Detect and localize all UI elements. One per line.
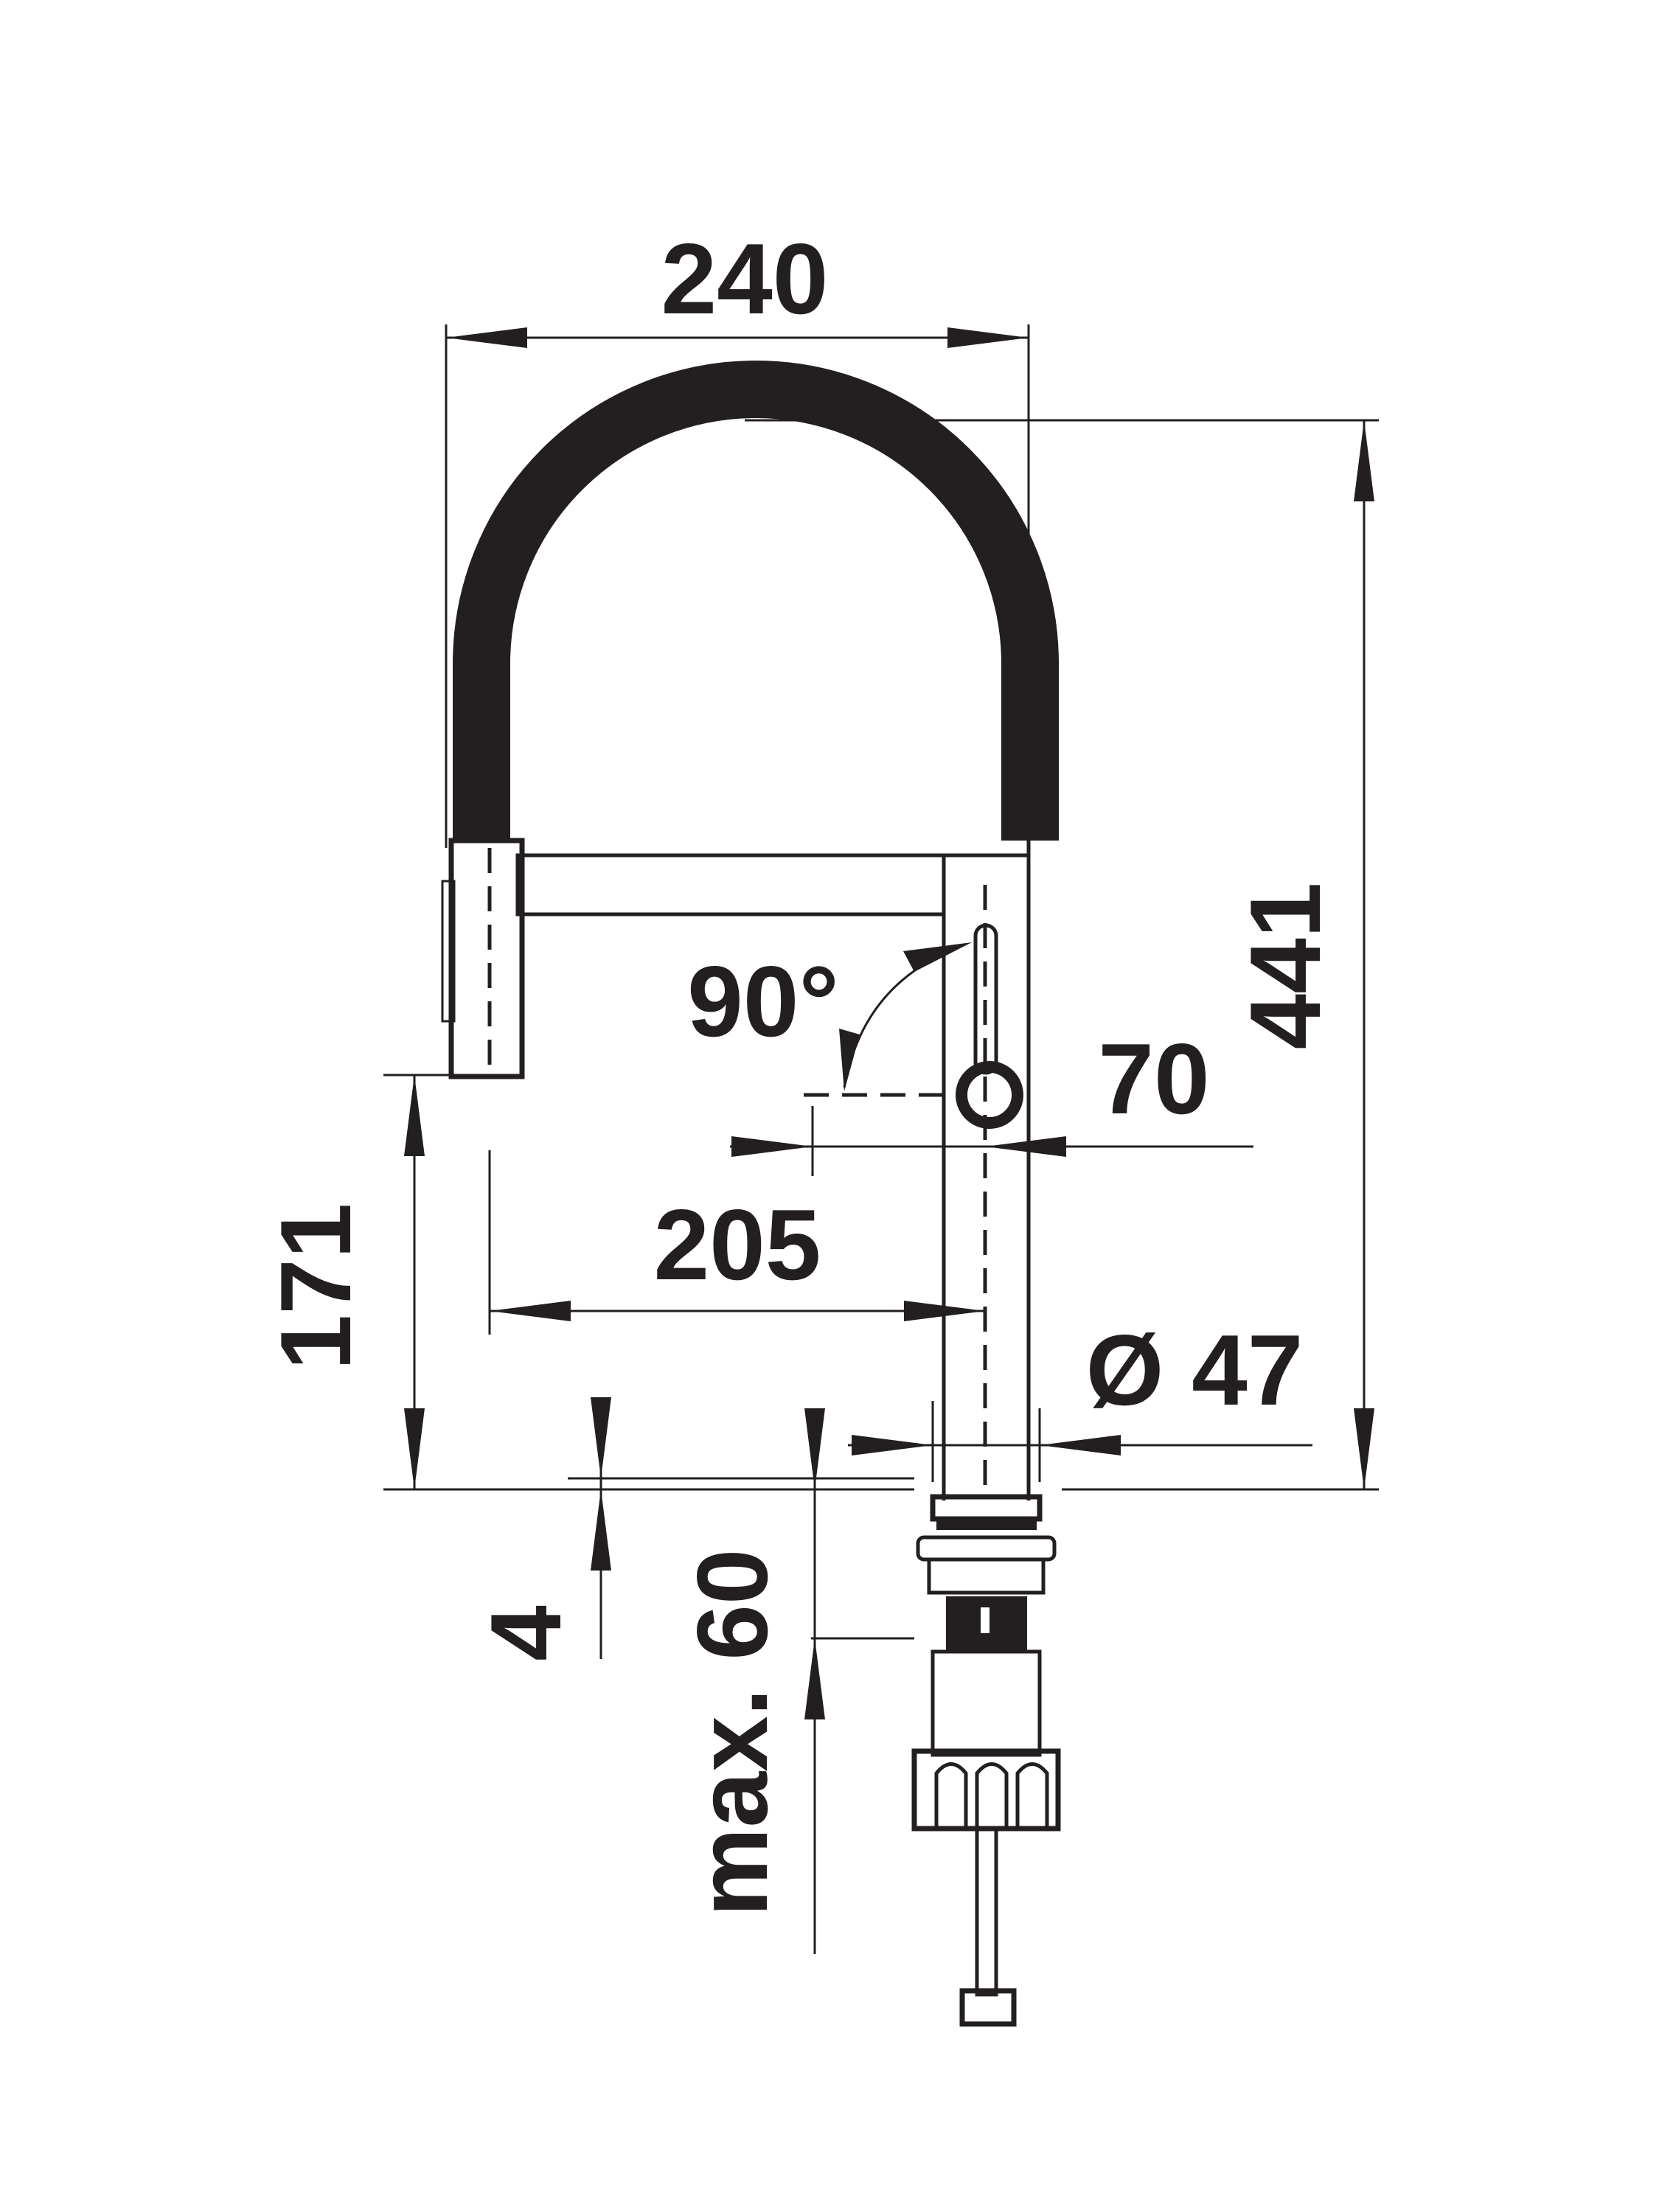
dimension-deck-thickness: 4 — [470, 1397, 611, 1661]
arrow-lever-up — [903, 942, 972, 972]
arrow-left — [731, 1136, 813, 1157]
arrow-up — [591, 1489, 611, 1571]
faucet-drawing — [441, 361, 1061, 2027]
arrow-up — [404, 1075, 425, 1156]
spray-head-button — [441, 880, 456, 1023]
angle-label: 90° — [687, 945, 839, 1057]
supply-hose — [975, 1826, 998, 1997]
dimension-spout-height: 171 — [260, 1074, 453, 1489]
diameter-label: Ø 47 — [1086, 1314, 1304, 1426]
shank-slot — [981, 1607, 990, 1633]
dimension-lever-angle: 90° — [687, 942, 972, 1097]
hose-fitting — [959, 1988, 1017, 2027]
arrow-down — [1354, 1408, 1374, 1489]
dimension-spout-reach: 205 — [488, 1150, 985, 1335]
dimension-lever-offset: 70 — [730, 1023, 1253, 1176]
arrow-right — [947, 327, 1029, 348]
mounting-sleeve — [931, 1649, 1042, 1757]
dimension-height: 441 — [745, 419, 1379, 1489]
arrow-left — [446, 327, 527, 348]
deck-thickness-label: 4 — [470, 1605, 582, 1661]
spout-height-label: 171 — [260, 1203, 372, 1371]
height-label: 441 — [1229, 883, 1341, 1050]
arrow-right — [985, 1136, 1066, 1157]
deck-lines — [383, 1477, 1379, 1640]
base-ring — [930, 1494, 1043, 1522]
base-ring-lower — [936, 1519, 1037, 1530]
max-deck-label: max. 60 — [676, 1548, 788, 1916]
width-label: 240 — [661, 223, 829, 335]
arrow-left — [490, 1301, 571, 1321]
holder-arm — [515, 853, 946, 917]
angle-arc — [843, 946, 959, 1088]
arrow-down — [804, 1408, 825, 1489]
spray-head — [448, 838, 525, 1079]
reach-label: 205 — [654, 1189, 821, 1301]
arrow-lever-down — [839, 1029, 860, 1091]
flexible-hose — [453, 361, 1059, 841]
arrow-down — [404, 1408, 425, 1489]
dimension-width: 240 — [445, 223, 1030, 848]
arrow-down — [591, 1397, 611, 1478]
dimension-base-diameter: Ø 47 — [848, 1314, 1312, 1482]
dimension-max-deck: max. 60 — [676, 1408, 825, 1954]
offset-label: 70 — [1098, 1023, 1209, 1135]
arrow-right — [904, 1301, 985, 1321]
arrow-left — [852, 1435, 933, 1455]
arrow-up — [1354, 420, 1374, 501]
mounting-washer — [916, 1535, 1057, 1562]
mounting-clamp — [927, 1557, 1046, 1595]
arrow-right — [1040, 1435, 1121, 1455]
nut-ridges — [934, 1762, 1049, 1827]
arrow-up — [804, 1638, 825, 1719]
lever-hub — [956, 1061, 1023, 1129]
